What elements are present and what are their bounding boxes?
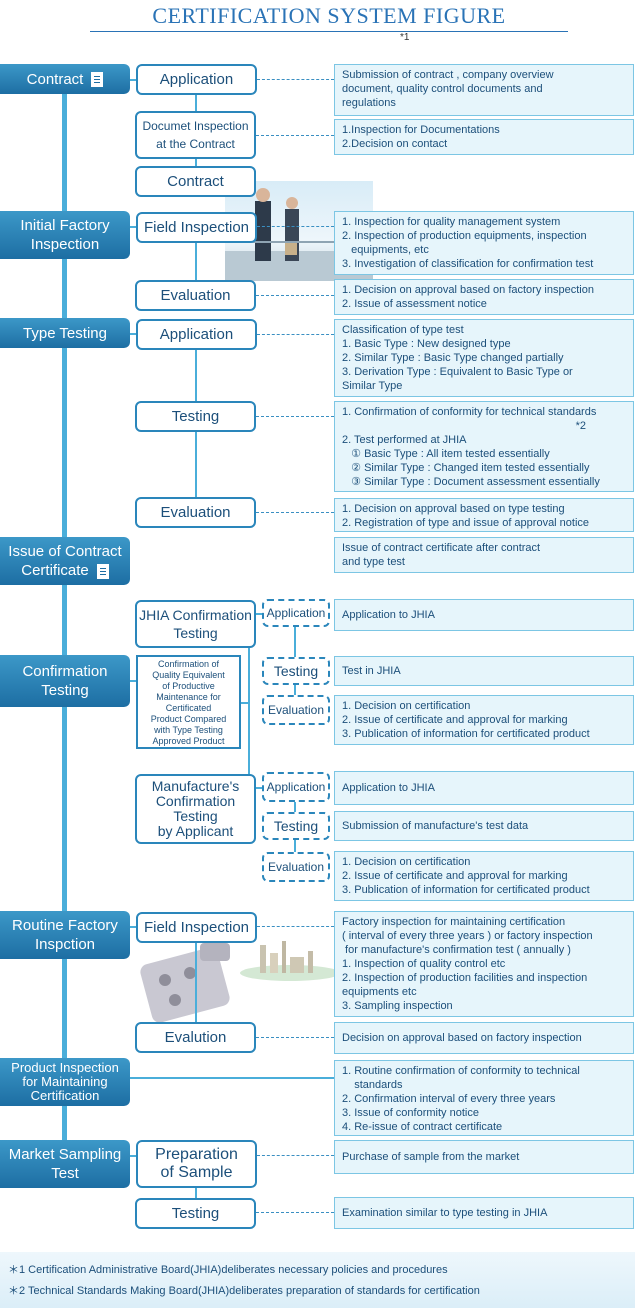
desc-routine-field-inspection: Factory inspection for maintaining certi… [334, 911, 634, 1017]
desc-contract-application: Submission of contract , company overvie… [334, 64, 634, 116]
connector [257, 926, 334, 927]
process-spine [62, 80, 67, 1180]
connector [195, 95, 197, 111]
desc-document-inspection: 1.Inspection for Documentations 2.Decisi… [334, 119, 634, 155]
step-manufacture-evaluation: Evaluation [262, 852, 330, 882]
connector [294, 627, 296, 657]
connector [130, 926, 136, 928]
connector [130, 1077, 334, 1079]
stage-contract: Contract [0, 64, 130, 94]
connector [256, 613, 262, 615]
connector [294, 685, 296, 695]
footnote-area [0, 1252, 635, 1308]
step-jhia-application: Application [262, 599, 330, 627]
desc-type-evaluation: 1. Decision on approval based on type te… [334, 498, 634, 532]
connector [130, 79, 136, 81]
desc-initial-evaluation: 1. Decision on approval based on factory… [334, 279, 634, 315]
connector [256, 1037, 334, 1038]
stage-product-inspection: Product Inspection for Maintaining Certi… [0, 1058, 130, 1106]
step-routine-evaluation: Evalution [135, 1022, 256, 1053]
stage-issue-contract-certificate: Issue of Contract Certificate [0, 537, 130, 585]
document-icon [91, 72, 104, 88]
connector [195, 1188, 197, 1198]
quality-equivalence-box: Confirmation of Quality Equivalent of Pr… [136, 655, 241, 749]
step-routine-field-inspection: Field Inspection [136, 912, 257, 943]
desc-market-testing: Examination similar to type testing in J… [334, 1197, 634, 1229]
step-manufacture-testing: Testing [262, 812, 330, 840]
desc-issue-certificate: Issue of contract certificate after cont… [334, 537, 634, 573]
step-application: Application [136, 64, 257, 95]
step-market-testing: Testing [135, 1198, 256, 1229]
desc-jhia-application: Application to JHIA [334, 599, 634, 631]
desc-product-inspection: 1. Routine confirmation of conformity to… [334, 1060, 634, 1136]
step-manufacture-application: Application [262, 772, 330, 802]
connector [195, 159, 197, 166]
connector [195, 943, 197, 1022]
step-type-application: Application [136, 319, 257, 350]
desc-market-preparation: Purchase of sample from the market [334, 1140, 634, 1174]
connector [195, 243, 197, 280]
connector [130, 680, 136, 682]
step-contract: Contract [135, 166, 256, 197]
desc-manufacture-application: Application to JHIA [334, 771, 634, 805]
connector [130, 333, 136, 335]
desc-field-inspection: 1. Inspection for quality management sys… [334, 211, 634, 275]
footnote-2: ＊2 Technical Standards Making Board(JHIA… [8, 1285, 480, 1297]
step-field-inspection: Field Inspection [136, 212, 257, 243]
footnote-1: ＊1 Certification Administrative Board(JH… [8, 1264, 448, 1276]
connector [248, 625, 250, 811]
connector [257, 226, 334, 227]
connector [256, 787, 262, 789]
desc-routine-evaluation: Decision on approval based on factory in… [334, 1022, 634, 1054]
step-type-evaluation: Evaluation [135, 497, 256, 528]
connector [256, 135, 334, 136]
desc-type-testing: 1. Confirmation of conformity for techni… [334, 401, 634, 492]
step-evaluation: Evaluation [135, 280, 256, 311]
connector [257, 1155, 334, 1156]
desc-manufacture-testing: Submission of manufacture's test data [334, 811, 634, 841]
desc-type-application: Classification of type test 1. Basic Typ… [334, 319, 634, 397]
factory-parts-photo [140, 935, 340, 1025]
connector [294, 840, 296, 852]
connector [256, 512, 334, 513]
step-type-testing: Testing [135, 401, 256, 432]
desc-jhia-testing: Test in JHIA [334, 656, 634, 686]
desc-manufacture-evaluation: 1. Decision on certification 2. Issue of… [334, 851, 634, 901]
step-jhia-evaluation: Evaluation [262, 695, 330, 725]
step-jhia-testing: Testing [262, 657, 330, 685]
connector [195, 432, 197, 497]
connector [294, 802, 296, 812]
connector [257, 334, 334, 335]
stage-type-testing: Type Testing [0, 318, 130, 348]
connector [130, 1155, 136, 1157]
connector [256, 1212, 334, 1213]
desc-jhia-evaluation: 1. Decision on certification 2. Issue of… [334, 695, 634, 745]
connector [256, 295, 334, 296]
page-title: CERTIFICATION SYSTEM FIGURE [90, 2, 568, 32]
step-manufacture-confirmation-testing: Manufacture's Confirmation Testing by Ap… [135, 774, 256, 844]
connector [130, 226, 136, 228]
connector [256, 416, 334, 417]
connector [195, 350, 197, 401]
title-footnote-mark: *1 [400, 32, 410, 43]
connector [257, 79, 334, 80]
connector [241, 702, 249, 704]
document-icon [96, 563, 109, 579]
